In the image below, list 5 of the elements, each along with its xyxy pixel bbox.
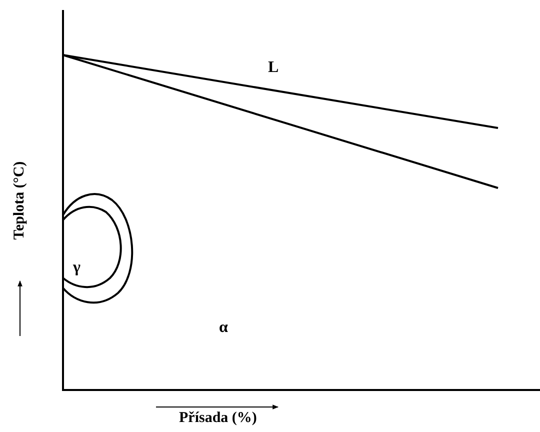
axis-title: Přísada (%)	[179, 410, 257, 426]
axis-title: Teplota (°C)	[12, 160, 28, 240]
phase-label: L	[268, 60, 279, 76]
phase-label: α	[219, 320, 228, 336]
phase-label: γ	[73, 260, 80, 276]
